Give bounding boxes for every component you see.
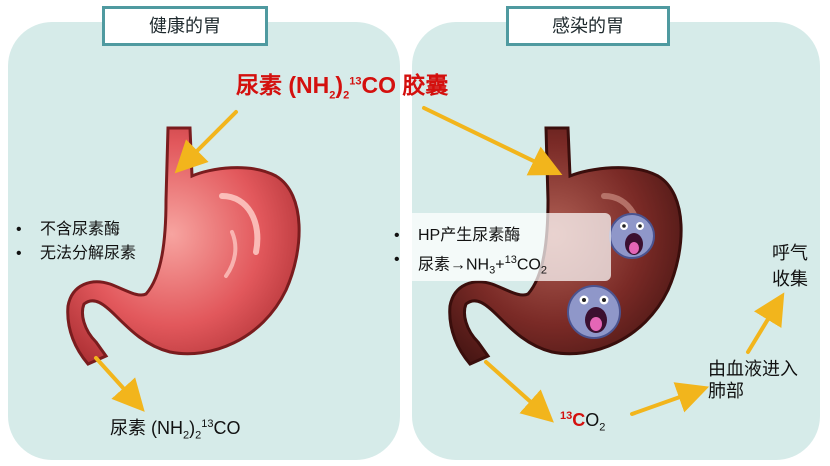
infected-bullet-reaction: 尿素→NH3+13CO2: [392, 248, 547, 283]
arrow-capsule-to-infected: [422, 106, 563, 176]
reaction-sub-3: 3: [489, 264, 496, 277]
co2-sup-13: 13: [560, 410, 573, 422]
reaction-plus: +: [495, 256, 505, 274]
infected-stomach-title: 感染的胃: [506, 6, 670, 46]
arrow-capsule-to-healthy: [174, 110, 238, 174]
capsule-word: 胶囊: [402, 72, 449, 98]
urea-bottom-sup-13: 13: [201, 418, 214, 430]
arrow-blood-to-breath: [746, 292, 785, 354]
co2-label: 13CO2: [560, 410, 605, 434]
reaction-prefix: 尿素→NH: [418, 256, 490, 274]
capsule-urea: 尿素: [236, 72, 282, 98]
reaction-sup-13: 13: [504, 254, 517, 266]
healthy-bullet-cannot-break-down: 无法分解尿素: [14, 242, 136, 266]
healthy-stomach: [66, 126, 301, 366]
co2-c: C: [572, 410, 586, 430]
capsule-co: CO: [361, 72, 396, 98]
infected-bullet-hp-urease: HP产生尿素酶: [392, 224, 547, 248]
healthy-stomach-title: 健康的胃: [102, 6, 268, 46]
urea-excreted-label: 尿素 (NH2)213CO: [110, 414, 241, 442]
capsule-sup-13: 13: [349, 75, 362, 88]
urea-bottom-sub-2: 2: [183, 429, 190, 442]
capsule-formula-open: (NH: [288, 72, 330, 98]
healthy-bullet-no-urease: 不含尿素酶: [14, 218, 136, 242]
healthy-bullet-list: 不含尿素酶 无法分解尿素: [14, 218, 136, 266]
capsule-sub-2b: 2: [343, 89, 350, 102]
arrow-co2-to-blood: [630, 382, 710, 416]
blood-to-lungs-label: 由血液进入肺部: [708, 359, 798, 401]
bacteria-icon: [567, 285, 621, 339]
urea-bottom-co: CO: [213, 418, 241, 438]
co2-o: O: [585, 410, 600, 430]
bacteria-icon: [609, 213, 655, 259]
capsule-formula-close: ): [335, 72, 344, 98]
urea-bottom-sub-2b: 2: [195, 429, 202, 442]
arrow-infected-to-co2: [484, 360, 554, 423]
capsule-sub-2: 2: [329, 89, 336, 102]
arrow-healthy-to-excretion: [94, 356, 145, 412]
reaction-sub-2: 2: [540, 264, 547, 277]
urea-bottom-word: 尿素: [110, 418, 146, 438]
urea-bottom-formula-close: ): [189, 418, 196, 438]
urea-bottom-formula-open: (NH: [151, 418, 184, 438]
infected-bullet-list: HP产生尿素酶 尿素→NH3+13CO2: [392, 224, 547, 283]
breath-collection-label: 呼气收集: [772, 243, 808, 289]
urea-capsule-label: 尿素 (NH2)213CO 胶囊: [236, 66, 448, 102]
reaction-co: CO: [516, 256, 541, 274]
co2-sub-2: 2: [599, 421, 606, 434]
